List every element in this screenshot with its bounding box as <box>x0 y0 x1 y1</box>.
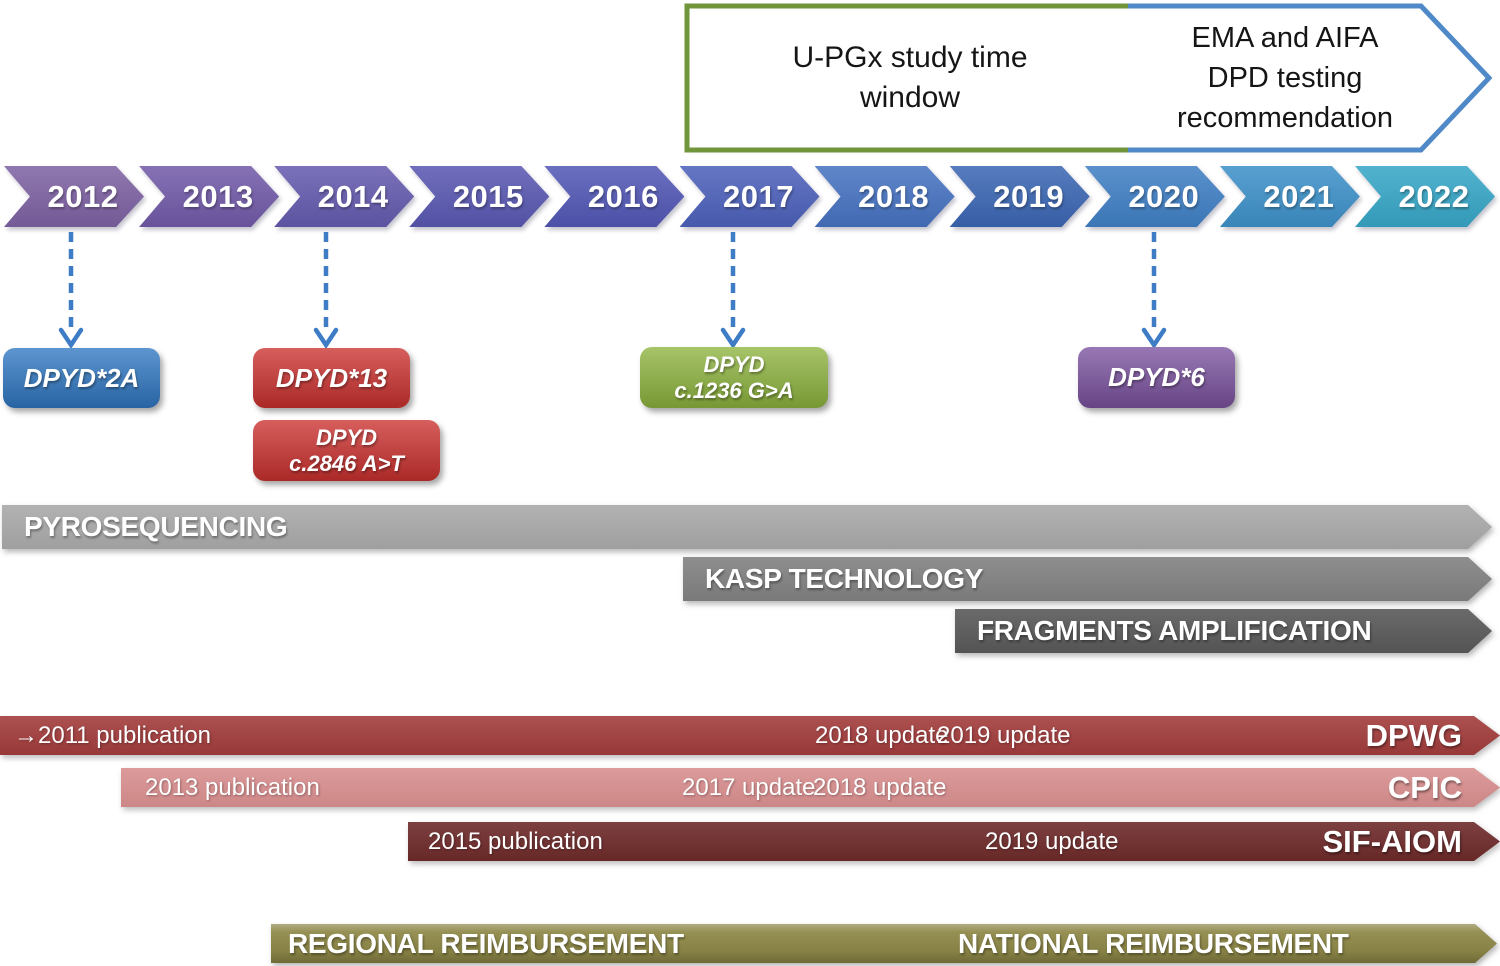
year-chevron-2016: 2016 <box>544 166 684 227</box>
arrowhead <box>1141 327 1167 350</box>
year-label: 2015 <box>452 178 524 214</box>
reimbursement-bar: REGIONAL REIMBURSEMENT NATIONAL REIMBURS… <box>271 924 1497 963</box>
cpic-bar: 2013 publication 2017 update 2018 update… <box>121 768 1500 807</box>
fragments-amplification-label: FRAGMENTS AMPLIFICATION <box>977 615 1372 646</box>
cpic-name: CPIC <box>1387 770 1462 805</box>
year-chevron-2021: 2021 <box>1220 166 1360 227</box>
year-label: 2018 <box>858 178 930 214</box>
national-reimbursement-label: NATIONAL REIMBURSEMENT <box>958 928 1349 959</box>
year-label: 2014 <box>317 178 389 214</box>
year-label: 2012 <box>47 178 119 214</box>
sif-aiom-name: SIF-AIOM <box>1322 824 1462 859</box>
variant-label: DPYD <box>315 424 378 450</box>
year-chevron-2012: 2012 <box>4 166 144 227</box>
year-chevron-2014: 2014 <box>274 166 414 227</box>
year-label: 2021 <box>1263 178 1335 214</box>
year-chevron-2019: 2019 <box>950 166 1090 227</box>
arrowhead <box>58 327 84 350</box>
year-label: 2019 <box>993 178 1065 214</box>
dpwg-publication-label: →2011 publication <box>14 722 212 749</box>
cpic-publication-label: 2013 publication <box>145 774 320 801</box>
ema-aifa-recommendation-label: EMA and AIFA DPD testing recommendation <box>1177 22 1393 134</box>
year-label: 2013 <box>182 178 254 214</box>
variant-label: DPYD*6 <box>1108 362 1205 392</box>
ema-arrow-border <box>1128 3 1493 153</box>
variant-box-dpyd-c1236: DPYD c.1236 G>A <box>640 347 828 408</box>
kasp-technology-bar: KASP TECHNOLOGY <box>683 557 1492 601</box>
dashed-down-arrow <box>58 232 84 350</box>
variant-box-dpyd6: DPYD*6 <box>1078 347 1235 408</box>
pyrosequencing-label: PYROSEQUENCING <box>24 511 288 542</box>
year-chevron-2018: 2018 <box>815 166 955 227</box>
year-chevron-2020: 2020 <box>1085 166 1225 227</box>
year-label: 2022 <box>1398 178 1470 214</box>
year-chevron-2015: 2015 <box>409 166 549 227</box>
fragments-amplification-bar: FRAGMENTS AMPLIFICATION <box>955 609 1492 653</box>
variant-box-dpyd-c2846: DPYD c.2846 A>T <box>253 420 440 481</box>
year-chevron-2022: 2022 <box>1355 166 1495 227</box>
sif-aiom-bar: 2015 publication 2019 update SIF-AIOM <box>408 822 1500 861</box>
year-chevron-2017: 2017 <box>680 166 820 227</box>
upgx-study-window-label: U-PGx study time window <box>792 41 1028 114</box>
year-chevron-2013: 2013 <box>139 166 279 227</box>
pyrosequencing-bar: PYROSEQUENCING <box>2 505 1492 549</box>
dpwg-update-label: 2019 update <box>937 722 1071 749</box>
sif-aiom-update-label: 2019 update <box>985 828 1119 855</box>
banner-outline <box>684 3 1493 153</box>
variant-box-dpyd13: DPYD*13 <box>253 348 410 408</box>
variant-label: DPYD*13 <box>275 362 388 393</box>
dpwg-update-label: 2018 update <box>815 722 949 749</box>
cpic-update-label: 2017 update <box>682 774 816 801</box>
dashed-down-arrow <box>1141 232 1167 350</box>
variant-label: DPYD*2A <box>23 362 140 393</box>
variant-box-dpyd2a: DPYD*2A <box>3 348 160 408</box>
dashed-down-arrow <box>720 232 746 350</box>
dpwg-bar: →2011 publication 2018 update 2019 updat… <box>0 716 1500 755</box>
year-label: 2016 <box>587 178 659 214</box>
variant-sublabel: c.1236 G>A <box>674 377 794 403</box>
variant-sublabel: c.2846 A>T <box>289 450 404 476</box>
dpwg-name: DPWG <box>1365 718 1462 753</box>
variant-label: DPYD <box>703 351 765 377</box>
cpic-update-label: 2018 update <box>813 774 947 801</box>
dashed-down-arrow <box>313 232 339 350</box>
year-label: 2020 <box>1128 178 1200 214</box>
regional-reimbursement-label: REGIONAL REIMBURSEMENT <box>288 928 684 959</box>
arrowhead <box>313 327 339 350</box>
arrowhead <box>720 327 746 350</box>
upgx-window-border <box>684 3 1128 153</box>
sif-aiom-publication-label: 2015 publication <box>428 828 603 855</box>
year-label: 2017 <box>723 178 794 214</box>
kasp-technology-label: KASP TECHNOLOGY <box>705 563 984 594</box>
